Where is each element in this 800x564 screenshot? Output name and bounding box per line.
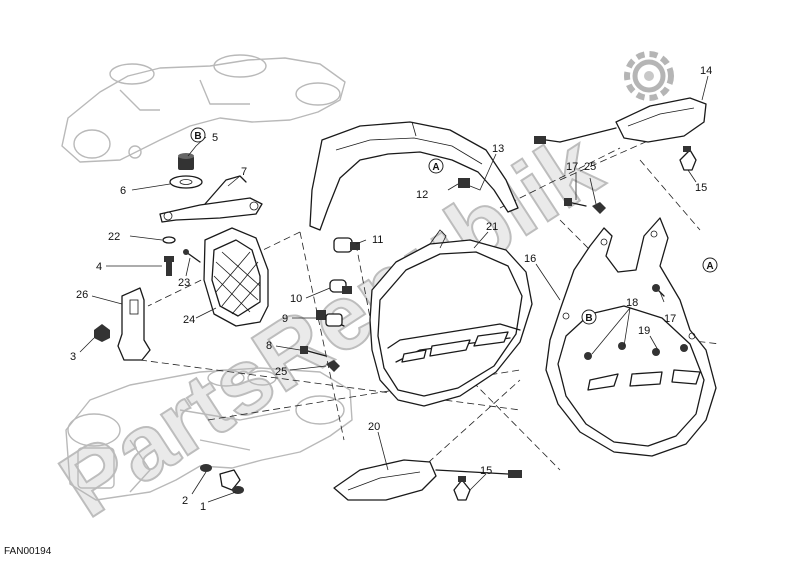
bulb-holder-11 <box>333 237 360 253</box>
callout-19: 19 <box>638 325 650 337</box>
instrument-support-bracket <box>159 175 263 223</box>
callout-12: 12 <box>416 189 428 201</box>
callout-26: 26 <box>76 289 88 301</box>
bulb-15-bottom <box>453 476 471 501</box>
turn-indicator-14 <box>534 97 707 144</box>
reference-marker-b-right: B <box>581 309 597 325</box>
callout-20: 20 <box>368 421 380 433</box>
leader-lines <box>79 75 709 503</box>
bulb-10 <box>329 279 352 294</box>
rubber-bushing-1 <box>219 469 244 494</box>
reference-marker-b-top: B <box>190 127 206 143</box>
headlight-21 <box>369 229 533 407</box>
callout-21: 21 <box>486 221 498 233</box>
screw-17-top <box>564 198 587 207</box>
svg-text:A: A <box>706 261 713 272</box>
callout-5: 5 <box>212 132 218 144</box>
callout-16: 16 <box>524 253 536 265</box>
nut-25-right <box>592 202 606 214</box>
callout-14: 14 <box>700 65 712 77</box>
washer-plate <box>169 175 203 189</box>
nut-3 <box>94 324 110 342</box>
bulb-15-top <box>679 146 697 171</box>
screw-4 <box>164 256 174 276</box>
diagram-code: FAN00194 <box>4 546 52 557</box>
screw-25-left <box>326 360 340 372</box>
callout-17-right: 17 <box>664 313 676 325</box>
svg-text:B: B <box>194 131 201 142</box>
svg-text:A: A <box>432 162 439 173</box>
bracket-26 <box>117 287 151 361</box>
bulb-holder-9 <box>316 310 345 327</box>
callout-22: 22 <box>108 231 120 243</box>
callout-9: 9 <box>282 313 288 325</box>
air-intake-grille <box>203 227 269 327</box>
callout-23: 23 <box>178 277 190 289</box>
callout-15-bottom: 15 <box>480 465 492 477</box>
reference-marker-a-top: A <box>428 158 444 174</box>
callout-1: 1 <box>200 501 206 513</box>
callout-15-top: 15 <box>695 182 707 194</box>
callout-7: 7 <box>241 166 247 178</box>
rubber-mount <box>178 153 194 170</box>
callout-8: 8 <box>266 340 272 352</box>
callout-18: 18 <box>626 297 638 309</box>
screw-8 <box>300 346 327 357</box>
callout-25-left: 25 <box>275 366 287 378</box>
callout-13: 13 <box>492 143 504 155</box>
callout-11: 11 <box>372 234 383 246</box>
washer-22 <box>162 236 176 244</box>
reference-marker-a-right: A <box>702 257 718 273</box>
headlight-fairing-upper-13 <box>309 121 519 231</box>
svg-text:B: B <box>585 313 592 324</box>
callout-10: 10 <box>290 293 302 305</box>
callout-25-right: 25 <box>584 161 596 173</box>
callout-17-top: 17 <box>566 161 578 173</box>
turn-indicator-20 <box>333 459 522 501</box>
callout-numbers: 5 6 7 22 4 23 26 24 3 11 10 9 8 25 12 13… <box>70 65 712 513</box>
rubber-bushing-2 <box>200 464 212 472</box>
callout-2: 2 <box>182 495 188 507</box>
callout-4: 4 <box>96 261 102 273</box>
upper-triple-clamp-ghost <box>61 54 346 163</box>
gear-icon <box>624 51 674 101</box>
headlight-fairing-16 <box>545 217 717 457</box>
callout-3: 3 <box>70 351 76 363</box>
screw-12 <box>458 178 470 188</box>
screw-23 <box>183 249 201 263</box>
callout-6: 6 <box>120 185 126 197</box>
callout-24: 24 <box>183 314 195 326</box>
